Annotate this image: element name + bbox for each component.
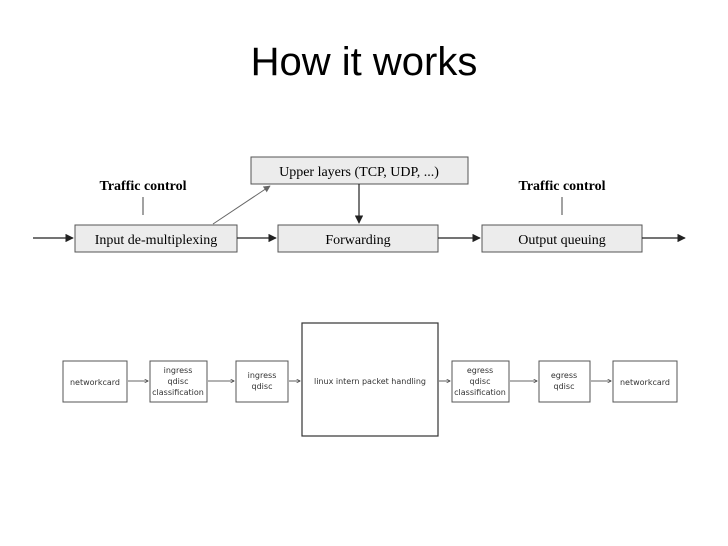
ingress-qdisc-line-2: qdisc — [252, 382, 273, 391]
ingress-classification-line-1: ingress — [164, 366, 193, 375]
ingress-qdisc-line-1: ingress — [248, 371, 277, 380]
networkcard-out-box — [612, 360, 678, 403]
packet-handling-label: linux intern packet handling — [314, 377, 426, 386]
packet-handling-box — [301, 322, 439, 437]
forwarding-label: Forwarding — [325, 233, 390, 248]
top-diagram: Traffic control Traffic control Upper la… — [33, 156, 686, 253]
networkcard-in-box — [62, 360, 128, 403]
egress-qdisc-box — [538, 360, 591, 403]
forwarding-box — [277, 224, 439, 253]
egress-classification-line-1: egress — [467, 366, 493, 375]
networkcard-out-label: networkcard — [620, 378, 670, 387]
egress-classification-line-2: qdisc — [470, 377, 491, 386]
ingress-classification-box — [149, 360, 208, 403]
networkcard-in-label: networkcard — [70, 378, 120, 387]
slide-title: How it works — [250, 40, 478, 84]
bottom-diagram: networkcard ingress qdisc classification… — [62, 322, 678, 437]
output-queuing-label: Output queuing — [518, 233, 606, 248]
traffic-control-left-label: Traffic control — [100, 179, 187, 194]
ingress-qdisc-box — [235, 360, 289, 403]
ingress-classification-line-3: classification — [152, 388, 204, 397]
upper-layers-box — [250, 156, 469, 185]
input-demux-box — [74, 224, 238, 253]
upper-layers-label: Upper layers (TCP, UDP, ...) — [279, 165, 439, 180]
ingress-classification-line-2: qdisc — [168, 377, 189, 386]
egress-classification-line-3: classification — [454, 388, 506, 397]
arrow-demux-upper — [212, 185, 271, 225]
egress-classification-box — [451, 360, 510, 403]
egress-qdisc-line-2: qdisc — [554, 382, 575, 391]
traffic-control-right-label: Traffic control — [519, 179, 606, 194]
egress-qdisc-line-1: egress — [551, 371, 577, 380]
input-demux-label: Input de-multiplexing — [95, 233, 217, 248]
